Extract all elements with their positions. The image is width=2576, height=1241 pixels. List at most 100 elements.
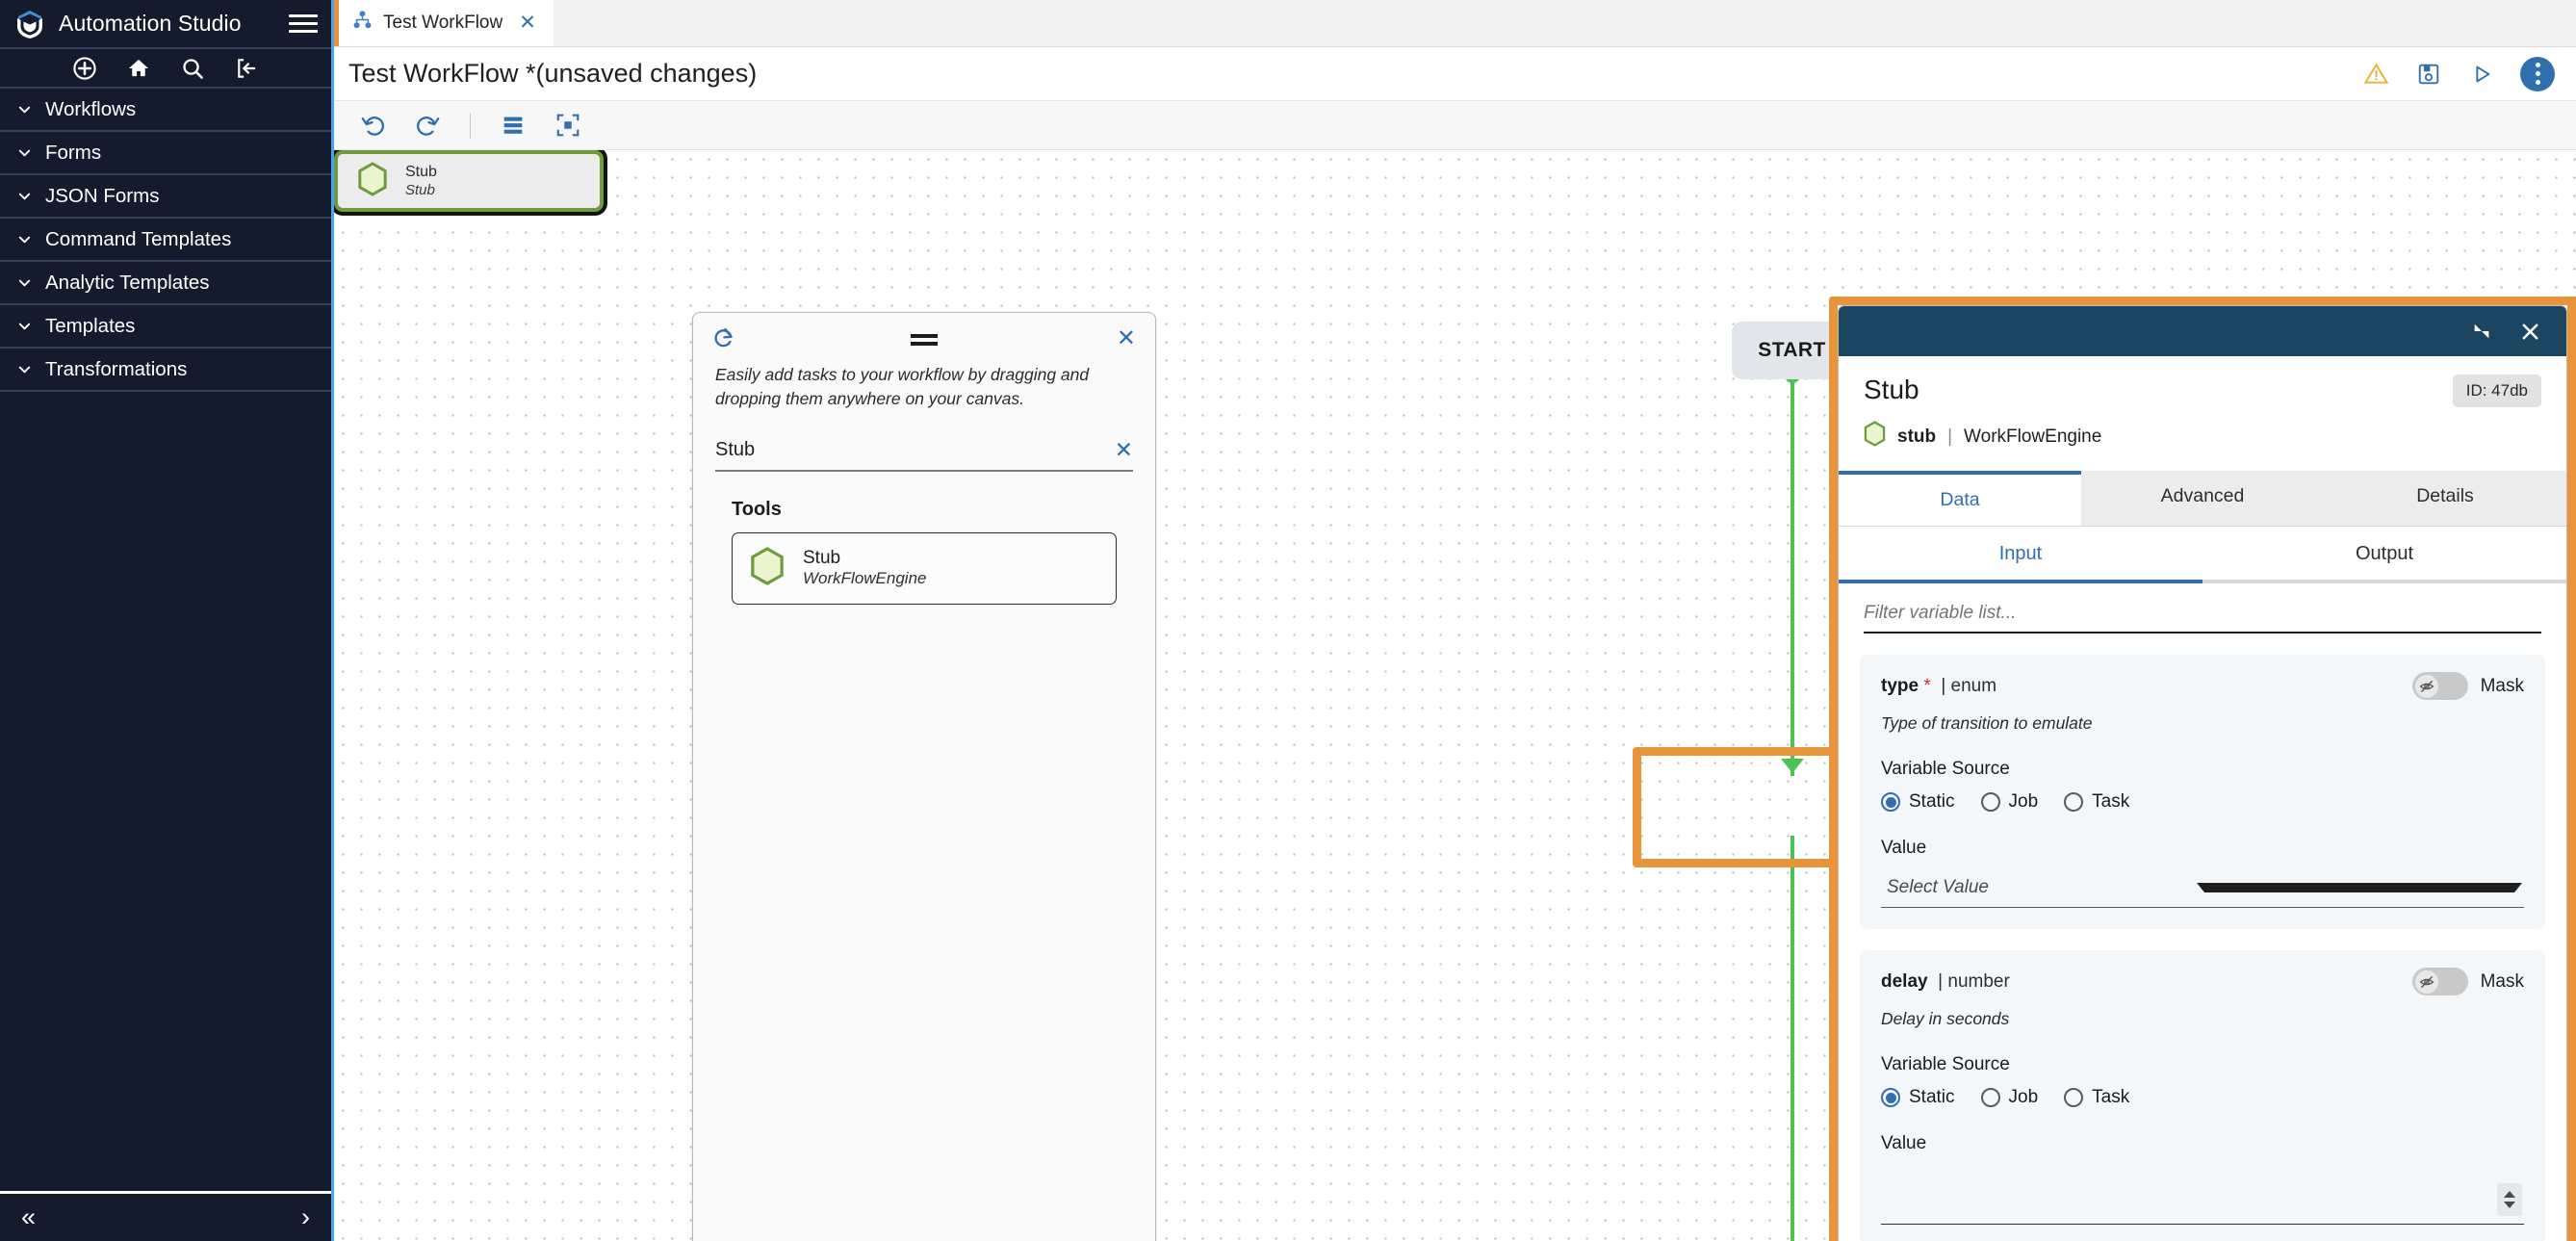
menu-toggle-icon[interactable] <box>289 13 318 36</box>
radio-static[interactable]: Static <box>1881 1087 1955 1108</box>
tab-data[interactable]: Data <box>1839 471 2081 526</box>
number-stepper[interactable] <box>2497 1183 2522 1216</box>
sidebar-item-label: Workflows <box>45 97 137 120</box>
workflow-icon <box>352 10 373 36</box>
value-number-field <box>1881 1176 2524 1225</box>
run-icon[interactable] <box>2467 60 2496 89</box>
palette-header: ✕ <box>693 313 1155 363</box>
tab-advanced[interactable]: Advanced <box>2081 471 2324 526</box>
redo-icon[interactable] <box>413 111 443 141</box>
panel-highlight-outline <box>1829 297 2576 1241</box>
tool-engine: WorkFlowEngine <box>803 569 927 588</box>
value-number-input[interactable] <box>1883 1195 2497 1216</box>
sidebar-item-transformations[interactable]: Transformations <box>0 349 331 392</box>
more-options-icon[interactable] <box>2520 56 2555 91</box>
expand-sidebar-icon[interactable]: › <box>301 1202 310 1231</box>
panel-main-tabs: Data Advanced Details <box>1839 471 2566 527</box>
radio-indicator <box>1980 1088 2000 1107</box>
edge-start-to-stub <box>1790 372 1794 776</box>
search-icon[interactable] <box>180 55 206 81</box>
radio-label: Job <box>2008 1087 2039 1107</box>
radio-task[interactable]: Task <box>2064 791 2129 813</box>
sidebar-item-analytic-templates[interactable]: Analytic Templates <box>0 262 331 305</box>
radio-job[interactable]: Job <box>1980 1087 2039 1108</box>
variable-label: type * | enum <box>1881 676 2412 697</box>
tab-input[interactable]: Input <box>1839 527 2202 583</box>
panel-title: Stub <box>1864 375 1919 404</box>
mask-toggle[interactable] <box>2411 968 2468 995</box>
workflow-canvas[interactable]: START Stub Stub END <box>334 150 2576 1241</box>
chevron-down-icon <box>15 188 33 205</box>
variable-description: Delay in seconds <box>1881 1009 2010 1028</box>
variable-type-value: enum <box>1950 675 1997 696</box>
required-marker: * <box>1919 675 1931 696</box>
palette-section-label: Tools <box>732 498 782 520</box>
tab-test-workflow[interactable]: Test WorkFlow ✕ <box>334 0 554 46</box>
sidebar-item-forms[interactable]: Forms <box>0 132 331 175</box>
sidebar-item-json-forms[interactable]: JSON Forms <box>0 175 331 219</box>
sidebar-item-templates[interactable]: Templates <box>0 305 331 349</box>
clear-search-icon[interactable]: ✕ <box>1114 436 1133 462</box>
home-icon[interactable] <box>126 55 152 81</box>
variable-source-radios: Static Job Task <box>1881 1087 2524 1108</box>
hexagon-icon <box>1864 421 1886 452</box>
chevron-down-icon <box>15 361 33 378</box>
stepper-up-icon[interactable] <box>2504 1191 2515 1198</box>
id-badge: ID: 47db <box>2452 375 2541 407</box>
variable-card-type: type * | enum <box>1860 655 2545 929</box>
value-label: Value <box>1881 838 1927 858</box>
toolbar-divider <box>470 112 471 139</box>
chevron-down-icon <box>15 231 33 248</box>
panel-node-name: stub <box>1897 426 1937 447</box>
sidebar-item-command-templates[interactable]: Command Templates <box>0 219 331 262</box>
node-stub[interactable]: Stub Stub <box>334 150 604 212</box>
drag-handle-icon[interactable] <box>911 334 938 346</box>
hexagon-icon <box>750 546 785 590</box>
auto-layout-icon[interactable] <box>498 111 528 141</box>
tab-details[interactable]: Details <box>2324 471 2566 526</box>
panel-header: Stub ID: 47db stub | WorkFlowEngine <box>1839 356 2566 452</box>
warning-icon[interactable] <box>2361 60 2390 89</box>
radio-indicator <box>1881 792 1900 812</box>
main-area: Test WorkFlow ✕ Test WorkFlow *(unsaved … <box>334 0 2576 1241</box>
mask-toggle[interactable] <box>2411 672 2468 700</box>
chevron-down-icon <box>15 274 33 292</box>
close-icon[interactable]: ✕ <box>519 12 536 34</box>
variable-name: delay <box>1881 970 1928 992</box>
add-icon[interactable] <box>72 55 98 81</box>
mask-label: Mask <box>2480 675 2524 696</box>
refresh-icon[interactable] <box>712 326 736 350</box>
save-icon[interactable] <box>2414 60 2443 89</box>
expand-panel-icon[interactable] <box>2471 321 2492 342</box>
radio-task[interactable]: Task <box>2064 1087 2129 1108</box>
panel-sub-tabs: Input Output <box>1839 527 2566 583</box>
sidebar-item-workflows[interactable]: Workflows <box>0 89 331 132</box>
edge-stub-to-end <box>1790 836 1794 1241</box>
collapse-all-icon[interactable]: « <box>21 1202 37 1231</box>
close-icon[interactable]: ✕ <box>1116 324 1136 351</box>
subtitle-separator: | <box>1947 426 1953 447</box>
radio-job[interactable]: Job <box>1980 791 2038 813</box>
tab-output[interactable]: Output <box>2202 527 2566 583</box>
value-select[interactable]: Select Value <box>1881 868 2524 908</box>
tool-card-stub[interactable]: Stub WorkFlowEngine <box>732 531 1117 605</box>
tab-bar: Test WorkFlow ✕ <box>334 0 2576 47</box>
mask-label: Mask <box>2480 970 2524 992</box>
filter-input[interactable] <box>1864 603 2541 624</box>
undo-icon[interactable] <box>358 111 388 141</box>
variable-source-radios: Static Job Task <box>1881 791 2524 813</box>
radio-static[interactable]: Static <box>1881 791 1955 813</box>
close-icon[interactable] <box>2519 321 2541 343</box>
sidebar-item-label: Transformations <box>45 357 188 380</box>
variable-description: Type of transition to emulate <box>1881 713 2093 733</box>
stepper-down-icon[interactable] <box>2504 1202 2515 1208</box>
radio-indicator <box>2064 1088 2084 1107</box>
node-label: START <box>1758 339 1826 361</box>
chevron-down-icon <box>15 144 33 162</box>
fit-to-screen-icon[interactable] <box>553 111 582 141</box>
variable-source-label: Variable Source <box>1881 1054 2010 1074</box>
search-input[interactable] <box>715 438 1107 461</box>
logout-icon[interactable] <box>234 55 260 81</box>
panel-body: type * | enum <box>1839 583 2566 1241</box>
variable-filter <box>1864 603 2541 633</box>
